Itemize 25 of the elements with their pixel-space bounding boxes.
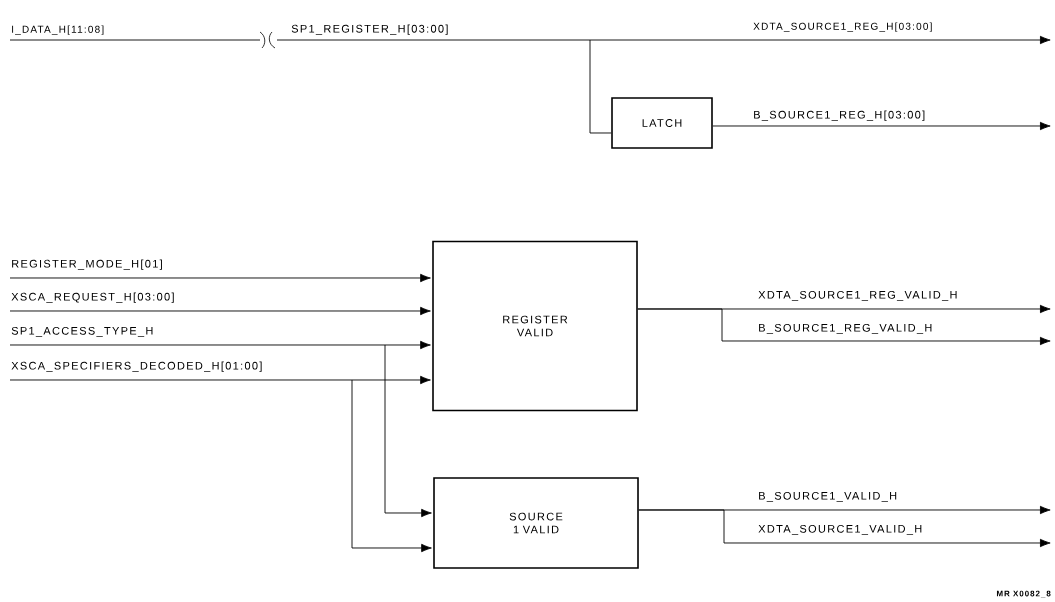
signal-label: XDTA_SOURCE1_REG_VALID_H (757, 289, 959, 302)
logic-block: SOURCE 1 VALID (433, 477, 639, 569)
signal-label: SP1_ACCESS_TYPE_H (10, 325, 155, 338)
signal-label: B_SOURCE1_VALID_H (757, 490, 899, 503)
signal-label: I_DATA_H[11:08] (12, 25, 104, 35)
signal-label: B_SOURCE1_REG_VALID_H (757, 322, 934, 335)
signal-label: XSCA_REQUEST_H[03:00] (10, 291, 176, 304)
signal-arrow (351, 379, 432, 553)
signal-label: SP1_REGISTER_H[03:00] (290, 23, 450, 36)
logic-block: LATCH (611, 97, 713, 149)
signal-arrow (712, 121, 1051, 131)
signal-arrow (9, 340, 431, 350)
logic-block: REGISTER VALID (432, 240, 638, 412)
signal-arrow (384, 344, 432, 518)
signal-arrow (9, 375, 431, 385)
signal-arrow (9, 273, 431, 283)
signal-arrow (638, 509, 1051, 548)
figure-id: MR X0082_8 (996, 590, 1051, 598)
signal-label: XDTA_SOURCE1_VALID_H (757, 523, 924, 536)
signal-arrow (637, 308, 1051, 346)
signal-label: XSCA_SPECIFIERS_DECODED_H[01:00] (10, 360, 264, 373)
signal-arrow (9, 306, 431, 316)
signal-label: XDTA_SOURCE1_REG_H[03:00] (753, 22, 932, 32)
signal-label: B_SOURCE1_REG_H[03:00] (752, 109, 927, 122)
signal-label: REGISTER_MODE_H[01] (10, 258, 164, 271)
